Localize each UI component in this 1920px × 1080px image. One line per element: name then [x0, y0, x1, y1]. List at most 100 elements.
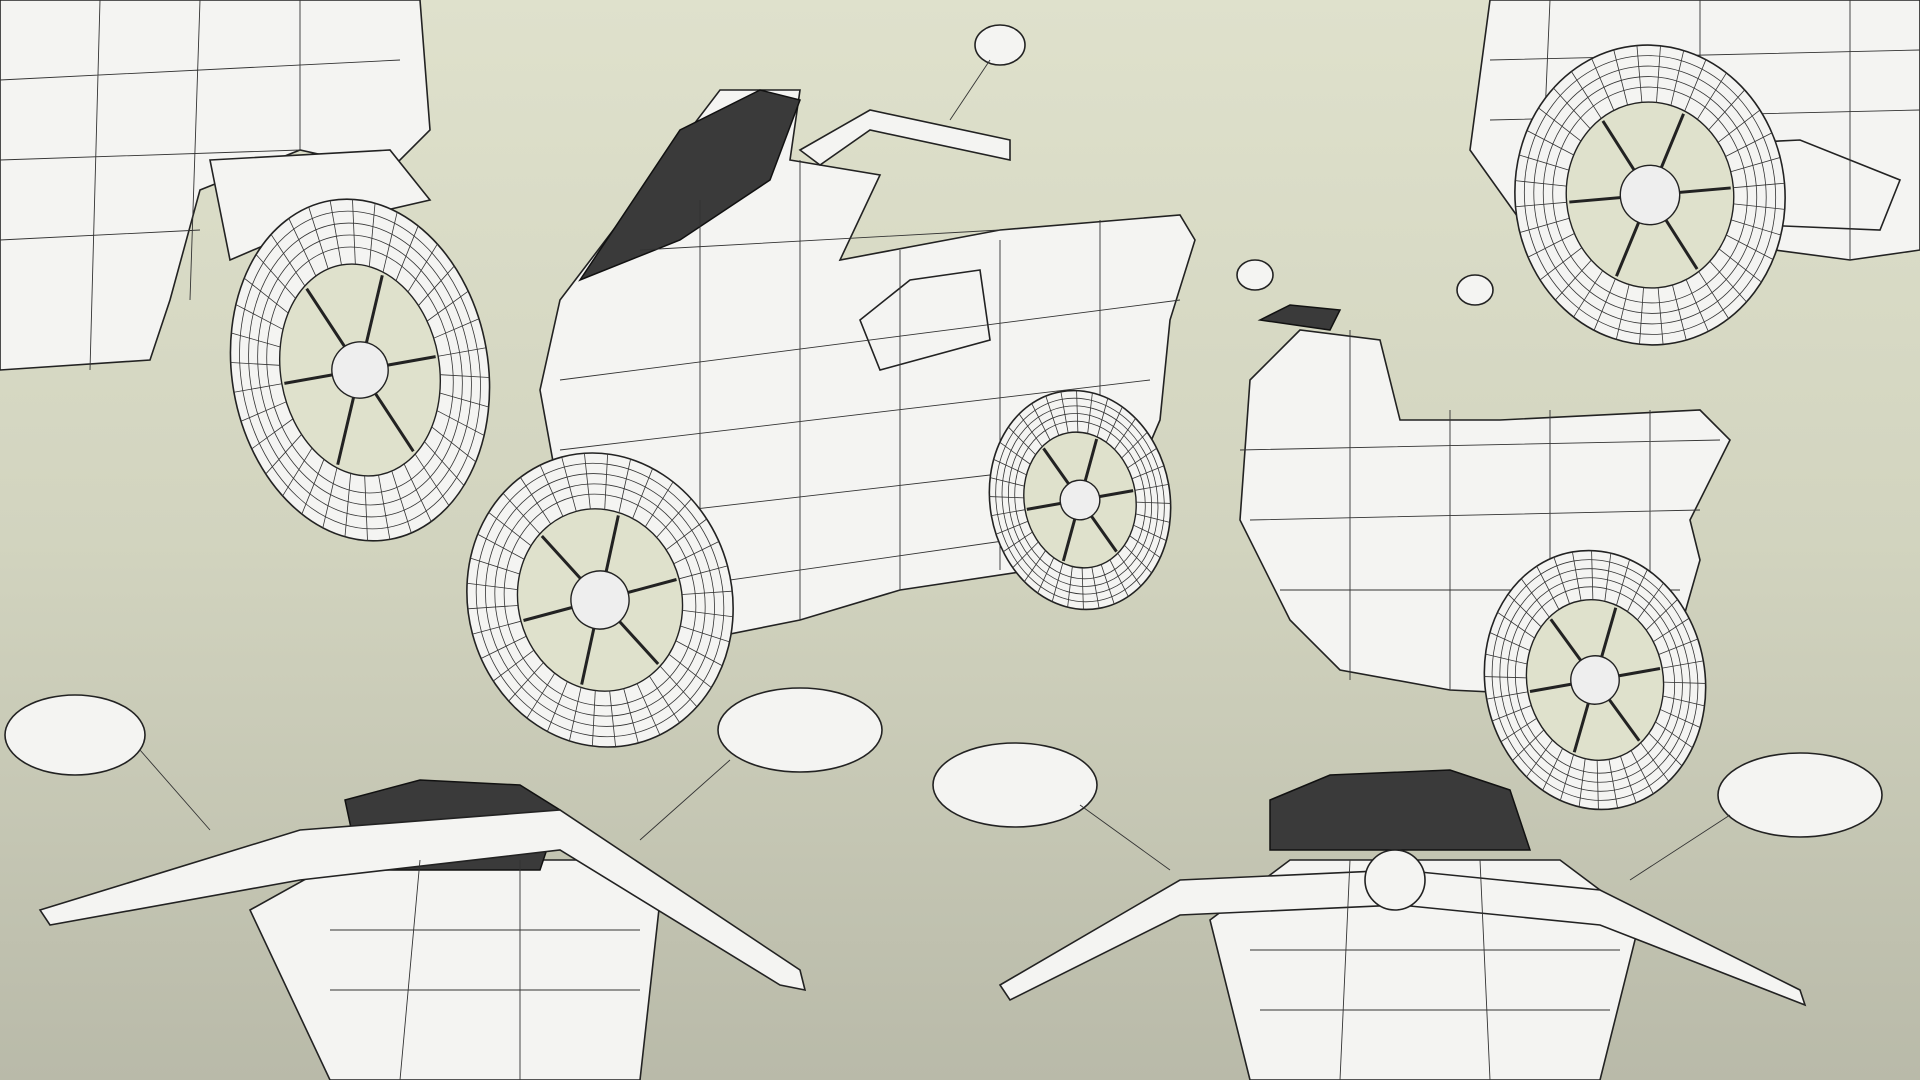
wheel-mesh-part — [344, 473, 352, 537]
wheel-mesh-part — [1526, 130, 1574, 156]
wheel-mesh-part — [1109, 559, 1129, 597]
wheel-mesh-part — [233, 383, 282, 393]
wheel-mesh-part — [1560, 754, 1574, 801]
wheel-mesh-part — [1536, 566, 1560, 610]
wheel-mesh-part — [502, 493, 541, 535]
wheel-mesh-part — [1539, 247, 1583, 281]
scooter-rear-quarter-view-right — [1236, 259, 1731, 811]
wheel-mesh-part — [439, 392, 489, 408]
wheel-mesh-part — [1640, 742, 1670, 782]
wheel-mesh-part — [584, 453, 591, 510]
rear-wheel — [1514, 44, 1786, 346]
front-wheel — [229, 198, 491, 542]
wheel-mesh-part — [403, 463, 432, 522]
wheel-mesh-part — [1486, 691, 1528, 700]
wheel-mesh-part — [1630, 750, 1654, 794]
wheel-mesh-part — [1008, 426, 1036, 456]
wheel-mesh-part — [1012, 541, 1039, 568]
wheel-mesh-part — [436, 410, 485, 436]
front-wheel — [466, 452, 734, 748]
wheel-mesh-part — [1500, 717, 1537, 743]
wheel-mesh-part — [1515, 201, 1567, 208]
wheel-mesh-part — [1613, 49, 1628, 106]
wheel-mesh-part — [1648, 732, 1683, 767]
wheel-mesh-part — [438, 347, 487, 357]
wheel-mesh-part — [1060, 391, 1069, 433]
wheel-mesh-part — [665, 518, 707, 551]
handlebar-view-bottom-left — [4, 687, 883, 1080]
wheel-mesh-part — [1639, 287, 1644, 345]
wheel-mesh-part — [1718, 248, 1762, 283]
wheel-mesh-part — [1659, 709, 1701, 728]
wheel-mesh-part — [632, 468, 653, 519]
wheel-mesh-part — [659, 665, 698, 707]
wheel-mesh-part — [1620, 755, 1637, 803]
wheel-mesh-part — [433, 318, 480, 339]
wheel-mesh-part — [644, 481, 674, 528]
wheel-mesh-part — [682, 610, 733, 618]
wheel-mesh-part — [378, 474, 391, 540]
wheel-mesh-part — [1024, 550, 1046, 582]
wheel-mesh-part — [382, 212, 398, 273]
wheel-mesh-part — [547, 681, 568, 732]
wheel-mesh-part — [407, 243, 438, 293]
wheel-mesh-part — [569, 687, 582, 741]
wheel-mesh-part — [230, 362, 280, 366]
wheel-mesh-part — [1725, 132, 1773, 157]
wheel-mesh-part — [508, 662, 544, 702]
wheel-mesh-part — [282, 447, 313, 497]
wheel-mesh-part — [1059, 479, 1101, 521]
rear-wheel — [1483, 549, 1707, 811]
wheel-mesh-part — [1593, 278, 1616, 331]
wheel-mesh-part — [1492, 705, 1532, 722]
wheel-mesh-part — [680, 625, 730, 643]
handlebar-view-bottom-right — [932, 742, 1883, 1080]
wheel-mesh-part — [1662, 660, 1704, 669]
wheel-mesh-part — [1591, 550, 1594, 600]
wheel-mesh-part — [1031, 403, 1051, 441]
wheel-mesh-part — [1136, 501, 1171, 504]
wheel-mesh-part — [675, 640, 723, 667]
wheel-mesh-part — [591, 690, 596, 747]
wheel-mesh-part — [1636, 45, 1643, 103]
wheel-mesh-part — [472, 620, 522, 635]
wheel-mesh-part — [368, 203, 376, 267]
scooter-three-quarter-view-center — [466, 24, 1196, 748]
wheel-mesh-part — [493, 649, 535, 682]
wheel-mesh-part — [265, 434, 302, 475]
wheel-mesh-part — [1519, 217, 1570, 233]
wheel-mesh-part — [649, 675, 680, 723]
wheel-mesh-part — [255, 254, 296, 299]
wheel-mesh-part — [1731, 219, 1781, 236]
wheel-mesh-part — [1663, 681, 1706, 684]
wheel-mesh-part — [431, 426, 477, 463]
wheel-mesh-part — [1037, 557, 1055, 594]
wheel-mesh-part — [1134, 483, 1169, 491]
wheel-mesh-part — [418, 265, 455, 306]
wheel-mesh-part — [999, 442, 1031, 465]
wheel-mesh-part — [308, 206, 329, 270]
wheel-mesh-part — [993, 459, 1027, 476]
wheel-mesh-part — [1129, 535, 1161, 558]
wheel-mesh-part — [1697, 72, 1727, 120]
wheel-mesh-part — [1708, 89, 1745, 131]
wheel-mesh-part — [1553, 557, 1570, 605]
wheel-mesh-part — [1658, 638, 1698, 655]
wheel-mesh-part — [1526, 739, 1553, 778]
wheel-mesh-part — [243, 277, 289, 314]
wheel-mesh-part — [1698, 271, 1729, 319]
wheel-mesh-part — [1076, 390, 1079, 433]
wheel-mesh-part — [1527, 233, 1575, 258]
wheel-mesh-part — [526, 672, 556, 719]
wheel-mesh-part — [1091, 567, 1100, 609]
wheel-mesh-part — [467, 605, 519, 610]
wheel-mesh-part — [1045, 395, 1060, 436]
wheel-mesh-part — [1616, 559, 1630, 606]
wheel-mesh-part — [989, 496, 1024, 499]
wheel-mesh-part — [561, 456, 577, 512]
wheel-mesh-part — [1555, 259, 1592, 301]
wheel-mesh-part — [618, 459, 631, 513]
wheel-mesh-part — [331, 341, 389, 399]
wheel-mesh-part — [364, 475, 368, 541]
